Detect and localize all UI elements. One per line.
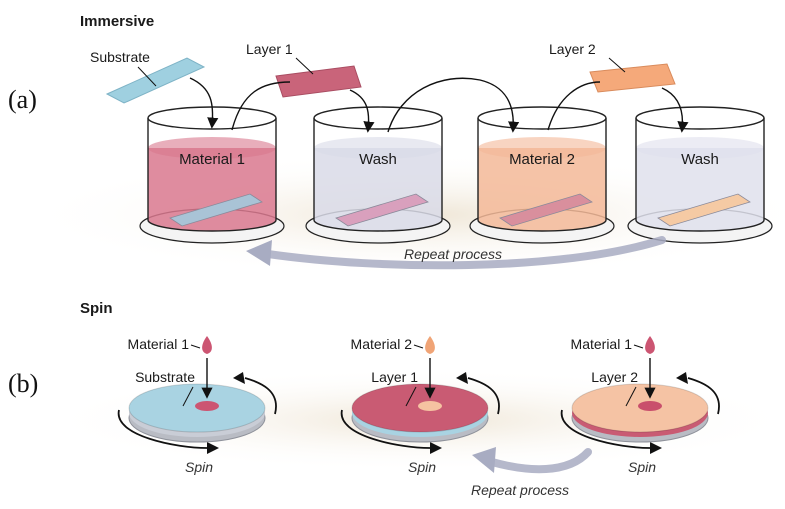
drop-leader bbox=[413, 344, 424, 349]
spin-arrow-back bbox=[244, 377, 277, 415]
beaker-liquid bbox=[636, 148, 764, 231]
panel-b: Spin (b) Material 1SubstrateSpinMaterial… bbox=[8, 300, 785, 498]
base-label: Layer 2 bbox=[591, 369, 638, 385]
beaker-label: Material 1 bbox=[179, 151, 245, 168]
beaker-wall bbox=[477, 118, 607, 232]
heading-immersive: Immersive bbox=[80, 13, 154, 30]
beaker: Wash bbox=[305, 106, 451, 244]
drop-leader bbox=[633, 344, 644, 349]
submerged-slide bbox=[169, 193, 263, 227]
repeat-process-label-a: Repeat process bbox=[404, 246, 502, 262]
spin-arrowhead-front bbox=[207, 442, 219, 454]
spin-arrow-front bbox=[117, 409, 208, 449]
spin-arrowhead-back bbox=[676, 372, 688, 384]
liquid-surface bbox=[636, 137, 764, 159]
beaker-wall bbox=[313, 118, 443, 232]
layer2-slide bbox=[589, 63, 676, 93]
panel-a: Immersive (a) Substrate Layer 1 Layer 2 … bbox=[8, 13, 785, 277]
drop-label: Material 1 bbox=[128, 336, 190, 352]
panel-letter-b: (b) bbox=[8, 369, 38, 398]
droplet-icon bbox=[645, 336, 655, 354]
spin-label: Spin bbox=[408, 459, 436, 475]
submerged-slide bbox=[657, 193, 751, 227]
beaker: Material 2 bbox=[469, 106, 615, 244]
deposited-spot bbox=[418, 401, 442, 411]
base-leader bbox=[405, 386, 417, 407]
repeat-arrow-b bbox=[488, 448, 592, 474]
spin-arrowhead-back bbox=[233, 372, 245, 384]
spin-arrow-front bbox=[340, 409, 431, 449]
beaker-label: Material 2 bbox=[509, 151, 575, 168]
base-label: Substrate bbox=[135, 369, 195, 385]
deposited-spot bbox=[638, 401, 662, 411]
submerged-slide bbox=[499, 193, 593, 227]
label-layer1: Layer 1 bbox=[246, 41, 293, 57]
spin-arrowhead-back bbox=[456, 372, 468, 384]
arrow-layer1-into-wash bbox=[349, 89, 375, 133]
beaker-liquid bbox=[148, 148, 276, 231]
heading-spin: Spin bbox=[80, 300, 113, 317]
panel-letter-a: (a) bbox=[8, 85, 37, 114]
spin-label: Spin bbox=[185, 459, 213, 475]
beaker-rim bbox=[313, 106, 443, 130]
repeat-process-label-b: Repeat process bbox=[471, 482, 569, 498]
base-label: Layer 1 bbox=[371, 369, 418, 385]
arrow-substrate-into-material1 bbox=[189, 77, 219, 129]
beaker-liquid bbox=[478, 148, 606, 231]
spin-arrow-back bbox=[467, 377, 500, 415]
arrow-layer2-into-wash bbox=[661, 87, 689, 133]
drop-label: Material 1 bbox=[571, 336, 633, 352]
deposited-spot bbox=[195, 401, 219, 411]
label-layer2: Layer 2 bbox=[549, 41, 596, 57]
beaker-liquid bbox=[314, 148, 442, 231]
repeat-arrowhead-a bbox=[246, 240, 272, 266]
beaker: Wash bbox=[627, 106, 773, 244]
layer1-slide bbox=[275, 65, 362, 98]
submerged-slide bbox=[335, 193, 429, 227]
beaker-wall bbox=[147, 118, 277, 232]
beaker-label: Wash bbox=[359, 151, 397, 168]
spin-arrow-front bbox=[560, 409, 651, 449]
liquid-surface bbox=[314, 137, 442, 159]
arrow-material1-to-wash bbox=[231, 81, 291, 131]
spin-label: Spin bbox=[628, 459, 656, 475]
arrow-material2-to-wash bbox=[547, 81, 601, 131]
repeat-arrowhead-b bbox=[472, 447, 496, 473]
spin-arrowhead-front bbox=[430, 442, 442, 454]
leader-substrate bbox=[137, 66, 157, 87]
spin-arrowhead-front bbox=[650, 442, 662, 454]
beaker: Material 1 bbox=[139, 106, 285, 244]
liquid-surface bbox=[148, 137, 276, 159]
repeat-arrow-a bbox=[264, 236, 666, 270]
liquid-surface bbox=[478, 137, 606, 159]
beaker-wall bbox=[635, 118, 765, 232]
drop-leader bbox=[190, 344, 201, 349]
spin-arrow-back bbox=[687, 377, 720, 415]
base-leader bbox=[625, 386, 637, 407]
substrate-slide bbox=[105, 57, 206, 104]
beaker-label: Wash bbox=[681, 151, 719, 168]
droplet-icon bbox=[202, 336, 212, 354]
leader-layer2 bbox=[608, 57, 626, 73]
beaker-rim bbox=[477, 106, 607, 130]
base-leader bbox=[182, 386, 194, 407]
droplet-icon bbox=[425, 336, 435, 354]
spin-disc: Material 1 Layer 2 Spin bbox=[560, 336, 720, 475]
arrow-wash-to-material2 bbox=[387, 77, 520, 133]
beaker-rim bbox=[635, 106, 765, 130]
spin-disc: Material 2 Layer 1 Spin bbox=[340, 336, 500, 475]
drop-label: Material 2 bbox=[351, 336, 413, 352]
label-substrate: Substrate bbox=[90, 49, 150, 65]
leader-layer1 bbox=[295, 57, 314, 75]
